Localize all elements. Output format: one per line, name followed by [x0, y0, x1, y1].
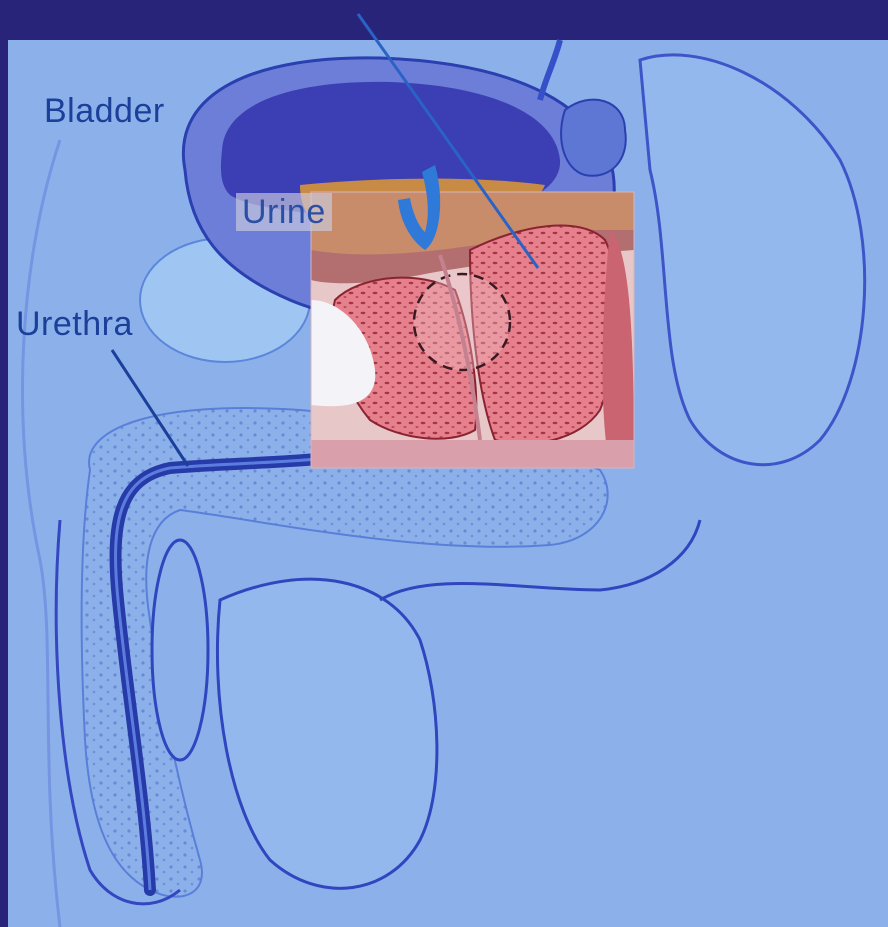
bladder-label: Bladder: [44, 94, 165, 128]
urethra-label: Urethra: [16, 307, 133, 341]
seminal-vesicle: [561, 100, 626, 176]
enlargement-circle: [414, 274, 510, 370]
prostate-inset: [311, 192, 634, 468]
inset-bottom-band: [311, 440, 634, 468]
epididymis: [152, 540, 208, 760]
urine-label: Urine: [236, 193, 332, 231]
